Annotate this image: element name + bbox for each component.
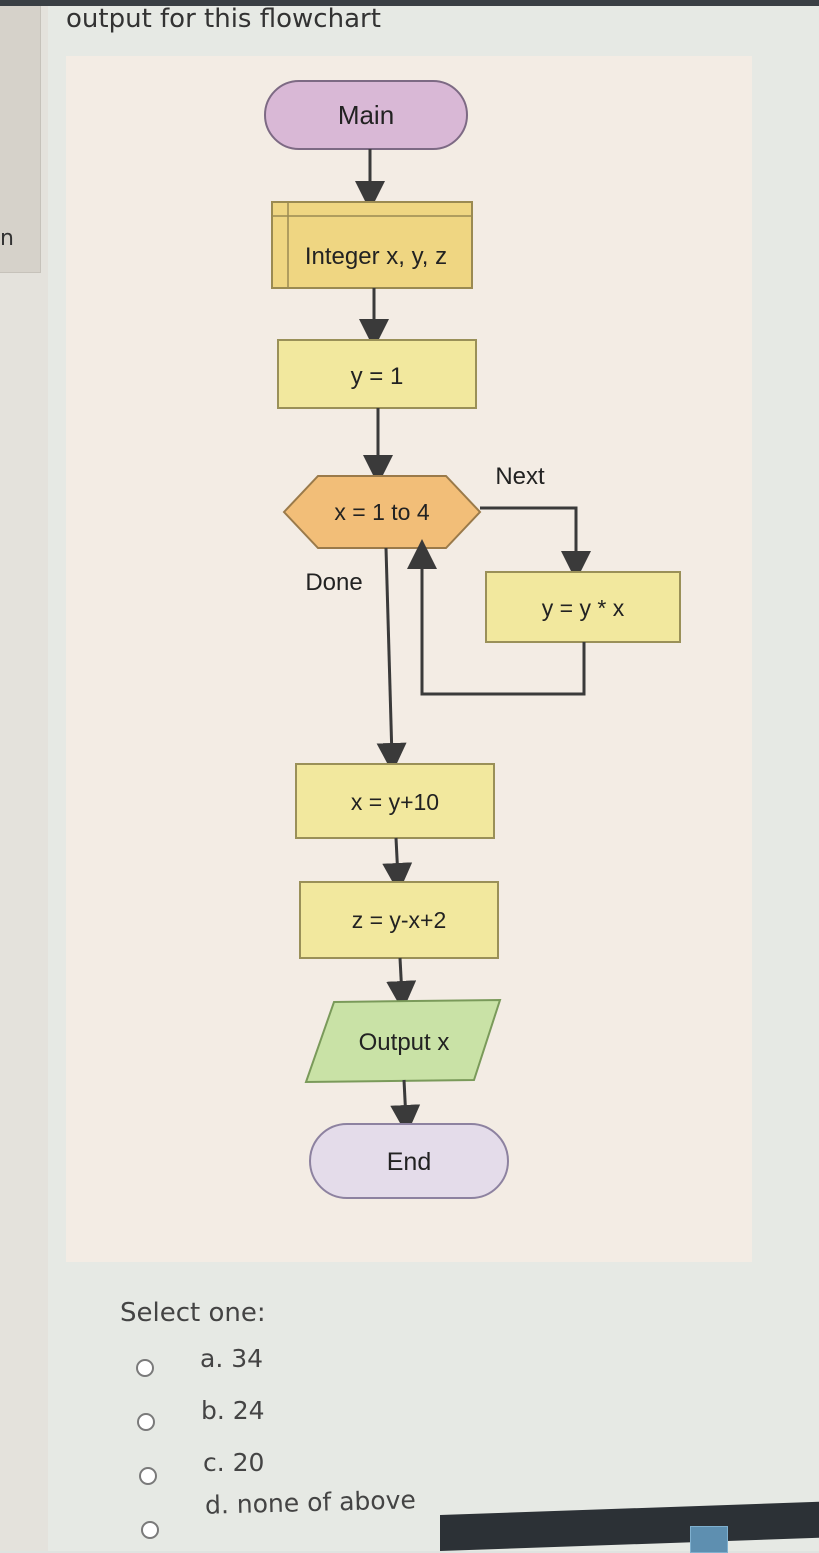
assign-x-label: x = y+10 [351,789,439,815]
option-d-value: none of above [236,1485,417,1519]
select-one-prompt: Select one: [120,1298,266,1328]
left-sidebar: n [0,0,48,1551]
end-label: End [387,1148,431,1176]
option-a-label[interactable]: a. 34 [200,1344,263,1373]
declare-label: Integer x, y, z [305,243,447,270]
question-text: output for this flowchart [66,4,381,34]
option-b[interactable] [137,1402,155,1442]
loop-label: x = 1 to 4 [334,499,429,525]
option-b-letter: b. [201,1396,225,1425]
assign-z-box: z = y-x+2 [299,881,499,959]
declare-box: Integer x, y, z [271,201,473,289]
left-tab-label: n [0,226,14,251]
done-connector [376,547,407,773]
assign-z-label: z = y-x+2 [352,907,447,933]
output-parallelogram: Output x [304,998,502,1084]
option-b-radio[interactable] [137,1413,155,1431]
left-tab[interactable]: n [0,0,41,273]
loop-body-label: y = y * x [542,595,625,621]
start-label: Main [338,100,394,130]
option-c-radio[interactable] [139,1467,157,1485]
option-d-letter: d. [204,1490,230,1520]
flowchart: Main Integer x, y, z y = 1 x = 1 to 4 Ne… [264,80,681,1199]
option-a[interactable] [136,1348,154,1388]
end-terminal: End [309,1123,509,1199]
loop-hexagon: x = 1 to 4 [282,475,482,549]
option-d-radio[interactable] [141,1521,159,1539]
loop-back-connector [407,539,586,696]
output-label: Output x [359,1029,450,1056]
arrow-z-output [386,957,417,1011]
arrow-output-end [390,1079,421,1135]
option-a-value: 34 [231,1344,264,1373]
top-bar [0,0,819,6]
arrow-x-z [382,837,413,893]
option-d[interactable] [141,1510,159,1550]
assign-x-box: x = y+10 [295,763,495,839]
start-terminal: Main [264,80,468,150]
option-a-letter: a. [200,1344,224,1373]
loop-body-box: y = y * x [485,571,681,643]
option-a-radio[interactable] [136,1359,154,1377]
assign-y-box: y = 1 [277,339,477,409]
option-c-value: 20 [232,1448,265,1477]
next-connector [480,506,591,581]
next-label: Next [495,463,545,490]
option-c[interactable] [139,1456,157,1496]
option-b-value: 24 [232,1396,265,1425]
option-c-letter: c. [203,1448,225,1477]
calculator-icon[interactable] [690,1526,728,1553]
option-d-label[interactable]: d. none of above [205,1485,416,1520]
assign-y-label: y = 1 [351,363,404,390]
option-c-label[interactable]: c. 20 [203,1448,264,1477]
option-b-label[interactable]: b. 24 [201,1396,265,1425]
done-label: Done [305,569,362,596]
